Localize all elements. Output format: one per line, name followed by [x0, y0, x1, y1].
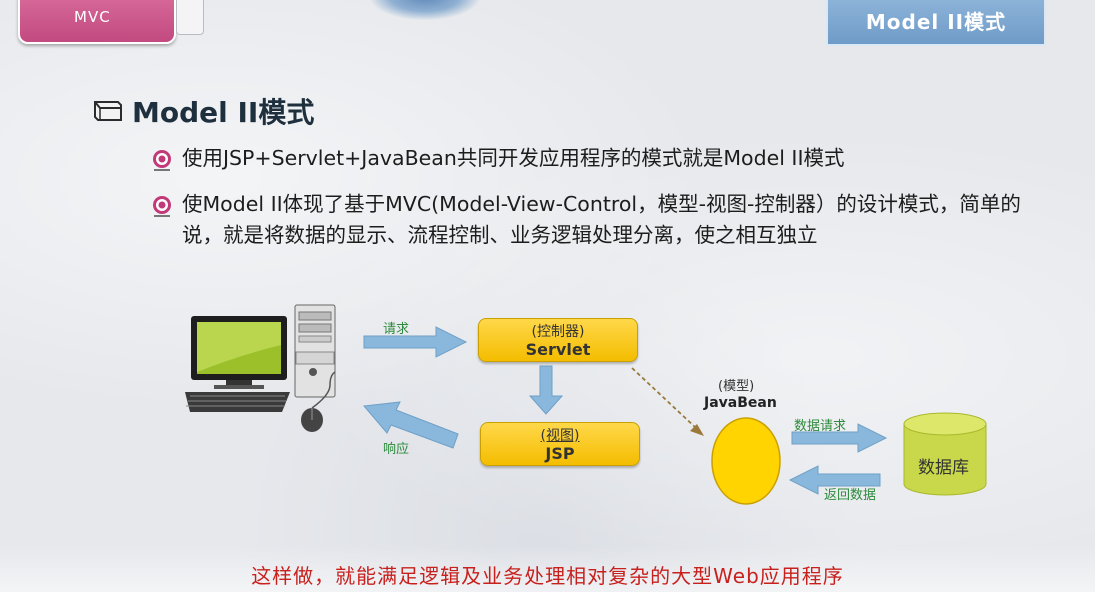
return-data-label: 返回数据 [824, 488, 877, 503]
request-arrow [363, 326, 468, 358]
mvc-tab[interactable]: MVC [18, 0, 176, 44]
controller-role: (控制器) [531, 324, 585, 340]
model-name: JavaBean [704, 395, 777, 411]
javabean-ellipse [711, 417, 781, 505]
return-data-arrow [788, 465, 881, 495]
servlet-to-jsp-arrow [528, 365, 564, 415]
view-role: (视图) [540, 428, 580, 444]
response-label: 响应 [383, 442, 410, 457]
servlet-controller-box: (控制器) Servlet [478, 318, 638, 362]
target-bullet-icon [153, 196, 171, 217]
bullet-text: 使用JSP+Servlet+JavaBean共同开发应用程序的模式就是Model… [182, 146, 845, 170]
computer-icon [185, 304, 336, 432]
data-request-arrow [791, 423, 888, 453]
database-label: 数据库 [918, 458, 969, 478]
jsp-view-box: (视图) JSP [480, 422, 640, 466]
page-title-text: Model II模式 [132, 96, 315, 129]
folded-page-icon [94, 101, 122, 121]
bullet-item: 使Model II体现了基于MVC(Model-View-Control，模型-… [150, 189, 1050, 251]
controller-name: Servlet [525, 340, 591, 359]
model-role: (模型) [718, 379, 755, 394]
servlet-to-javabean-arrow [631, 367, 704, 436]
target-bullet-icon [153, 150, 171, 171]
bullet-item: 使用JSP+Servlet+JavaBean共同开发应用程序的模式就是Model… [150, 143, 845, 174]
bullet-text: 使Model II体现了基于MVC(Model-View-Control，模型-… [182, 192, 1021, 247]
footer-band [0, 545, 1095, 592]
model-ii-tab[interactable]: Model II模式 [826, 0, 1046, 46]
response-arrow [363, 401, 459, 449]
request-label: 请求 [383, 322, 410, 337]
view-name: JSP [545, 444, 575, 463]
page-title: Model II模式 [92, 92, 314, 130]
data-request-label: 数据请求 [794, 419, 847, 434]
footer-text: 这样做，就能满足逻辑及业务处理相对复杂的大型Web应用程序 [251, 564, 844, 588]
tab-decoration [176, 0, 204, 35]
database-icon [903, 412, 987, 496]
ink-blot-decoration [370, 0, 480, 20]
